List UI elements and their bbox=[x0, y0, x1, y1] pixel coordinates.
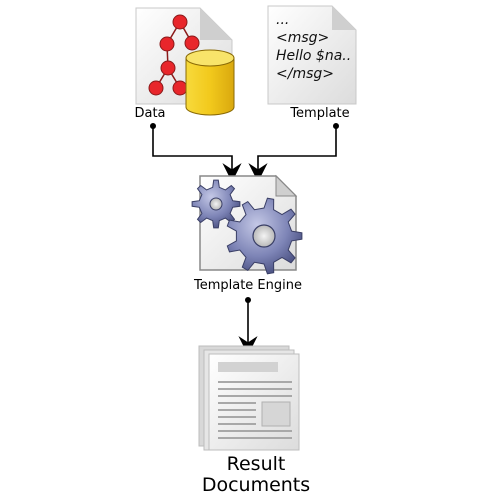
engine-to-result-connector bbox=[238, 297, 258, 356]
document-icon: ... <msg> Hello $na.. </msg> bbox=[267, 5, 357, 105]
engine-label: Template Engine bbox=[193, 278, 302, 293]
gears-icon bbox=[191, 174, 303, 275]
template-line-4: </msg> bbox=[276, 66, 334, 82]
data-label: Data bbox=[134, 106, 165, 121]
large-gear-icon bbox=[226, 197, 303, 275]
result-label-line-2: Documents bbox=[202, 474, 310, 496]
template-label: Template bbox=[289, 106, 349, 121]
result-label-line-1: Result bbox=[227, 453, 286, 475]
template-line-3: Hello $na.. bbox=[276, 48, 351, 64]
template-line-1: ... bbox=[276, 12, 289, 28]
template-line-2: <msg> bbox=[276, 30, 329, 46]
tree-and-database-icon bbox=[135, 7, 235, 116]
template-to-engine-connector bbox=[248, 123, 339, 183]
stacked-documents-icon bbox=[198, 345, 300, 451]
data-to-engine-connector bbox=[150, 123, 242, 183]
